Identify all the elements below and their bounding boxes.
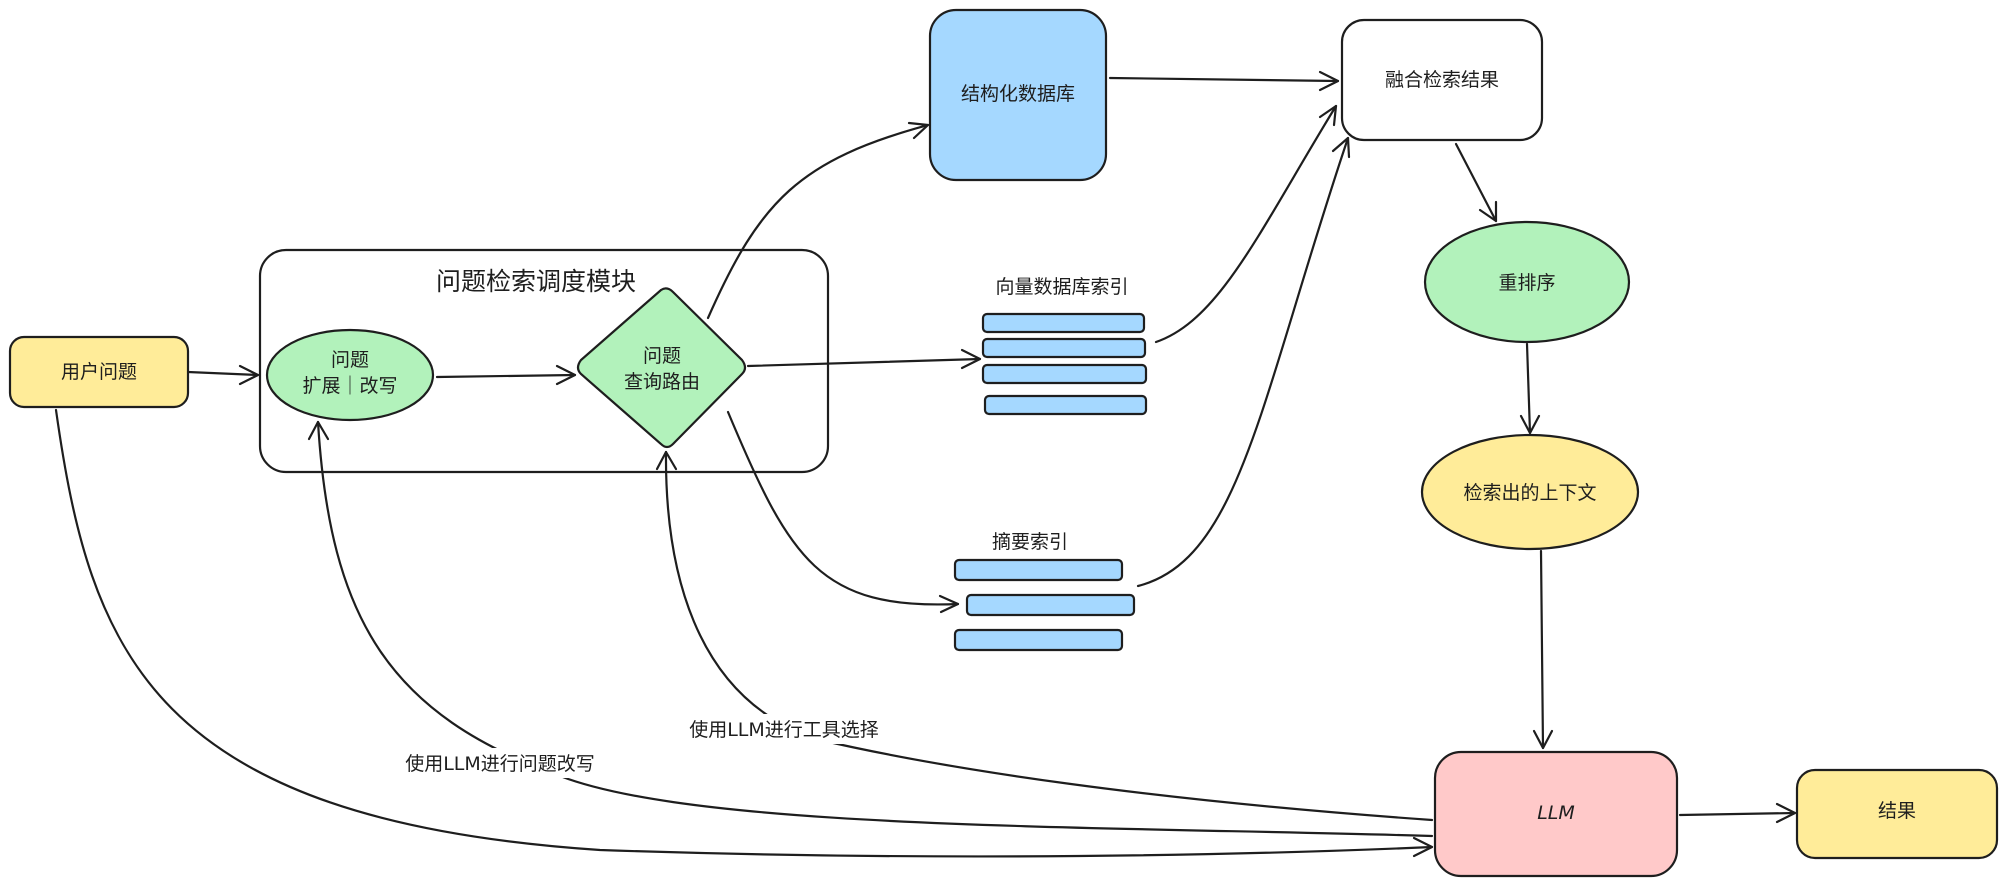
- user-question-label: 用户问题: [61, 361, 137, 383]
- llm-label: LLM: [1537, 802, 1575, 824]
- query-rewrite-label-2: 扩展｜改写: [302, 375, 397, 397]
- edge-user-to-llm-arrowhead: [1412, 836, 1434, 858]
- edge-router-to-structured-db: [706, 123, 930, 320]
- edge-router-to-vector-index: [746, 357, 982, 368]
- result-node: [1795, 768, 1999, 860]
- edge-user-to-rewrite-arrowhead: [238, 364, 260, 386]
- edge-structured-db-to-fusion-arrowhead: [1318, 70, 1340, 92]
- query-router-label-2: 查询路由: [624, 371, 700, 393]
- vector-index-bar: [981, 363, 1148, 385]
- fusion-node: [1340, 18, 1544, 142]
- edge-vector-index-to-fusion: [1154, 104, 1338, 344]
- edge-summary-index-to-fusion-arrowhead: [1331, 136, 1351, 159]
- edge-rewrite-to-router-arrowhead: [555, 364, 577, 386]
- edge-fusion-to-rerank-arrowhead: [1478, 200, 1498, 223]
- edge-rewrite-to-router: [435, 373, 577, 379]
- structured-db-label: 结构化数据库: [961, 83, 1075, 105]
- edge-llm-to-rewrite-arrowhead: [307, 420, 330, 441]
- summary-index-stack: [953, 558, 1136, 652]
- fusion-label: 融合检索结果: [1385, 69, 1499, 91]
- summary-index-bar: [953, 628, 1124, 652]
- context-label: 检索出的上下文: [1463, 482, 1596, 504]
- edge-user-to-llm: [54, 408, 1434, 858]
- edge-fusion-to-rerank: [1454, 142, 1498, 223]
- edge-vector-index-to-fusion-arrowhead: [1318, 104, 1338, 127]
- context-node: [1420, 433, 1640, 551]
- vector-index-bar: [983, 394, 1148, 416]
- edge-llm-to-result: [1678, 811, 1797, 817]
- edge-router-to-structured-db-arrowhead: [907, 121, 930, 140]
- edge-label-rewrite-llm: 使用LLM进行问题改写: [405, 753, 595, 775]
- rerank-label: 重排序: [1498, 272, 1555, 294]
- edge-router-to-vector-index-arrowhead: [960, 348, 982, 370]
- structured-db-node: [928, 8, 1108, 182]
- query-router-node: [576, 287, 747, 449]
- vector-index-title: 向量数据库索引: [995, 276, 1128, 298]
- edge-summary-index-to-fusion: [1136, 136, 1350, 588]
- rerank-node: [1423, 220, 1631, 344]
- edge-rerank-to-context-arrowhead: [1519, 414, 1541, 435]
- edge-router-to-summary-index: [726, 410, 960, 606]
- query-rewrite-label-1: 问题: [331, 349, 369, 371]
- edge-router-to-summary-index-arrowhead: [938, 594, 960, 614]
- dispatch-module-box: [258, 248, 830, 474]
- vector-index-bar: [981, 312, 1146, 334]
- edge-llm-to-router-arrowhead: [655, 450, 678, 471]
- edge-label-bg: [678, 714, 890, 744]
- edge-user-to-rewrite: [186, 370, 260, 377]
- summary-index-bar: [953, 558, 1124, 582]
- dispatch-module-title: 问题检索调度模块: [436, 267, 636, 296]
- edge-label-bg: [392, 748, 604, 778]
- edge-context-to-llm: [1539, 549, 1545, 750]
- query-router-label-1: 问题: [643, 345, 681, 367]
- summary-index-bar: [965, 593, 1136, 617]
- edge-label-tool-llm: 使用LLM进行工具选择: [689, 719, 879, 741]
- edge-structured-db-to-fusion: [1108, 76, 1340, 83]
- edge-llm-to-rewrite: [316, 420, 1434, 838]
- vector-index-stack: [981, 312, 1148, 416]
- vector-index-bar: [981, 337, 1147, 359]
- edge-context-to-llm-arrowhead: [1532, 729, 1554, 750]
- result-label: 结果: [1878, 800, 1916, 822]
- summary-index-title: 摘要索引: [992, 531, 1068, 553]
- edge-llm-to-router: [664, 450, 1434, 822]
- llm-node: [1433, 750, 1679, 878]
- edge-llm-to-result-arrowhead: [1775, 802, 1797, 824]
- query-rewrite-node: [265, 328, 435, 422]
- edge-rerank-to-context: [1525, 342, 1532, 435]
